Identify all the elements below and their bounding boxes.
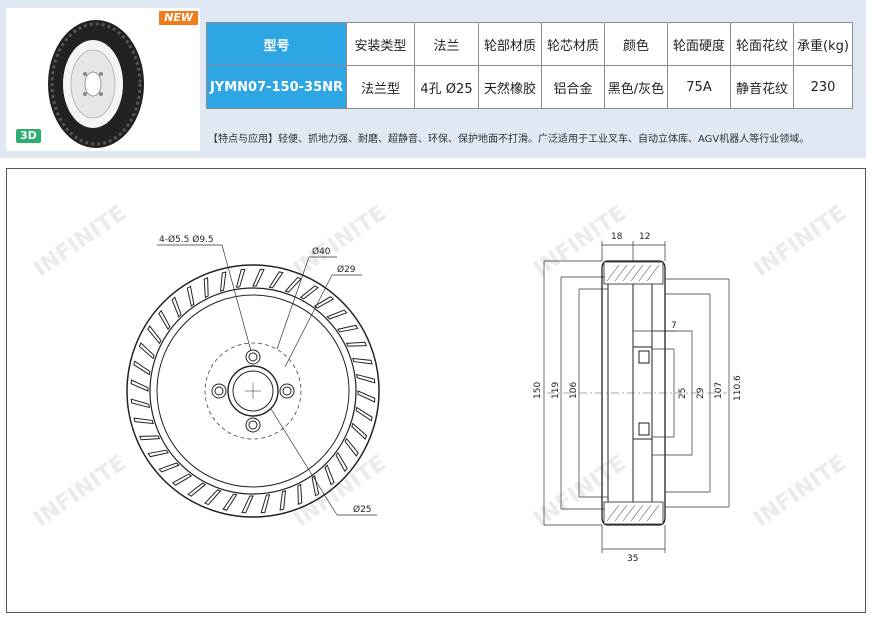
cell-load: 230	[793, 65, 853, 109]
tread-mark	[352, 357, 373, 365]
tread-mark	[203, 277, 209, 299]
technical-drawing: INFINITE INFINITE INFINITE INFINITE INFI…	[6, 168, 866, 613]
dim-107: 107	[714, 382, 724, 399]
tread-mark	[133, 417, 154, 425]
product-thumbnail[interactable]: NEW 3D	[6, 8, 200, 151]
tread-mark	[235, 268, 246, 288]
header-model: 型号	[206, 22, 347, 66]
tread-mark	[337, 324, 359, 333]
dim-25: 25	[678, 388, 688, 399]
cell-model: JYMN07-150-35NR	[206, 65, 347, 109]
cell-color: 黑色/灰色	[604, 65, 668, 109]
header-load: 承重(kg)	[793, 22, 853, 66]
tread-mark	[297, 483, 303, 505]
cell-mount-type: 法兰型	[346, 65, 415, 109]
tread-mark	[130, 398, 150, 409]
dim-106: 106	[569, 382, 579, 399]
tread-mark	[279, 490, 287, 511]
feature-text: 【特点与应用】轻便、抓地力强、耐磨、超静音、环保、保护地面不打滑。广泛适用于工业…	[208, 134, 810, 145]
tread-mark	[138, 342, 155, 360]
spec-table: 型号 安装类型 法兰 轮部材质 轮芯材质 颜色 轮面硬度 轮面花纹 承重(kg)…	[206, 22, 853, 109]
tread-mark	[356, 373, 376, 384]
header-flange: 法兰	[414, 22, 479, 66]
tread-mark	[335, 451, 348, 473]
label-d29: Ø29	[337, 264, 356, 275]
dim-110-6: 110.6	[733, 375, 743, 401]
tread-mark	[252, 268, 265, 287]
tread-mark	[241, 495, 254, 514]
dim-150: 150	[533, 382, 543, 399]
dim-12: 12	[639, 232, 650, 242]
tread-mark	[158, 309, 171, 331]
new-badge: NEW	[159, 11, 198, 25]
spec-table-header-row: 型号 安装类型 法兰 轮部材质 轮芯材质 颜色 轮面硬度 轮面花纹 承重(kg)	[206, 22, 853, 66]
header-core-material: 轮芯材质	[541, 22, 605, 66]
spec-table-row: JYMN07-150-35NR 法兰型 4孔 Ø25 天然橡胶 铝合金 黑色/灰…	[206, 65, 853, 109]
cell-hardness: 75A	[667, 65, 731, 109]
dim-18: 18	[611, 232, 623, 242]
tread-mark	[130, 379, 149, 392]
tread-mark	[260, 494, 271, 514]
tread-mark	[326, 309, 348, 320]
bolt-holes	[211, 349, 295, 433]
tread-mark	[158, 462, 180, 473]
wheel-photo-icon	[48, 20, 144, 148]
tread-mark	[313, 296, 335, 309]
cell-flange: 4孔 Ø25	[414, 65, 479, 109]
label-d25: Ø25	[353, 504, 372, 515]
tread-mark	[345, 341, 367, 347]
tread-mark	[268, 271, 284, 289]
tread-mark	[219, 271, 227, 292]
tread-mark	[171, 296, 182, 318]
tread-mark	[344, 437, 359, 457]
tread-mark	[171, 473, 193, 486]
side-view: 18 12 7 150 119 106 25 29 107 110.6 35	[533, 232, 743, 564]
tread-mark	[147, 325, 162, 345]
tread-mark	[324, 464, 335, 486]
header-wheel-material: 轮部材质	[478, 22, 542, 66]
tread-mark	[222, 493, 238, 511]
tread-mark	[299, 285, 319, 300]
label-d40: Ø40	[312, 246, 331, 257]
product-header: NEW 3D 型号 安装类型 法兰 轮部材质 轮芯材质 颜色 轮面硬度 轮面花纹…	[0, 0, 866, 158]
tread-mark	[133, 360, 151, 376]
dim-7: 7	[671, 321, 677, 331]
header-hardness: 轮面硬度	[667, 22, 731, 66]
front-view: 4-Ø5.5 Ø9.5 Ø40 Ø29 Ø25	[126, 234, 380, 518]
label-bolt-holes: 4-Ø5.5 Ø9.5	[159, 234, 214, 245]
header-color: 颜色	[604, 22, 668, 66]
tread-mark	[187, 482, 207, 497]
cell-tread: 静音花纹	[730, 65, 794, 109]
cell-wheel-material: 天然橡胶	[478, 65, 542, 109]
tread-mark	[147, 449, 169, 458]
tread-mark	[355, 406, 373, 422]
tread-mark	[284, 276, 302, 293]
tread-mark	[186, 285, 195, 307]
cell-core-material: 铝合金	[541, 65, 605, 109]
dim-119: 119	[551, 382, 561, 399]
dim-29: 29	[696, 387, 706, 399]
header-tread: 轮面花纹	[730, 22, 794, 66]
tread-mark	[139, 435, 161, 441]
drawing-canvas: 4-Ø5.5 Ø9.5 Ø40 Ø29 Ø25	[126, 232, 743, 564]
tread-pattern	[130, 268, 376, 514]
header-mount-type: 安装类型	[346, 22, 415, 66]
dim-35: 35	[627, 554, 638, 564]
tread-mark	[351, 422, 368, 440]
3d-view-button[interactable]: 3D	[16, 129, 41, 143]
tread-mark	[357, 390, 376, 403]
tread-mark	[204, 489, 222, 506]
tread-mark	[311, 475, 320, 497]
